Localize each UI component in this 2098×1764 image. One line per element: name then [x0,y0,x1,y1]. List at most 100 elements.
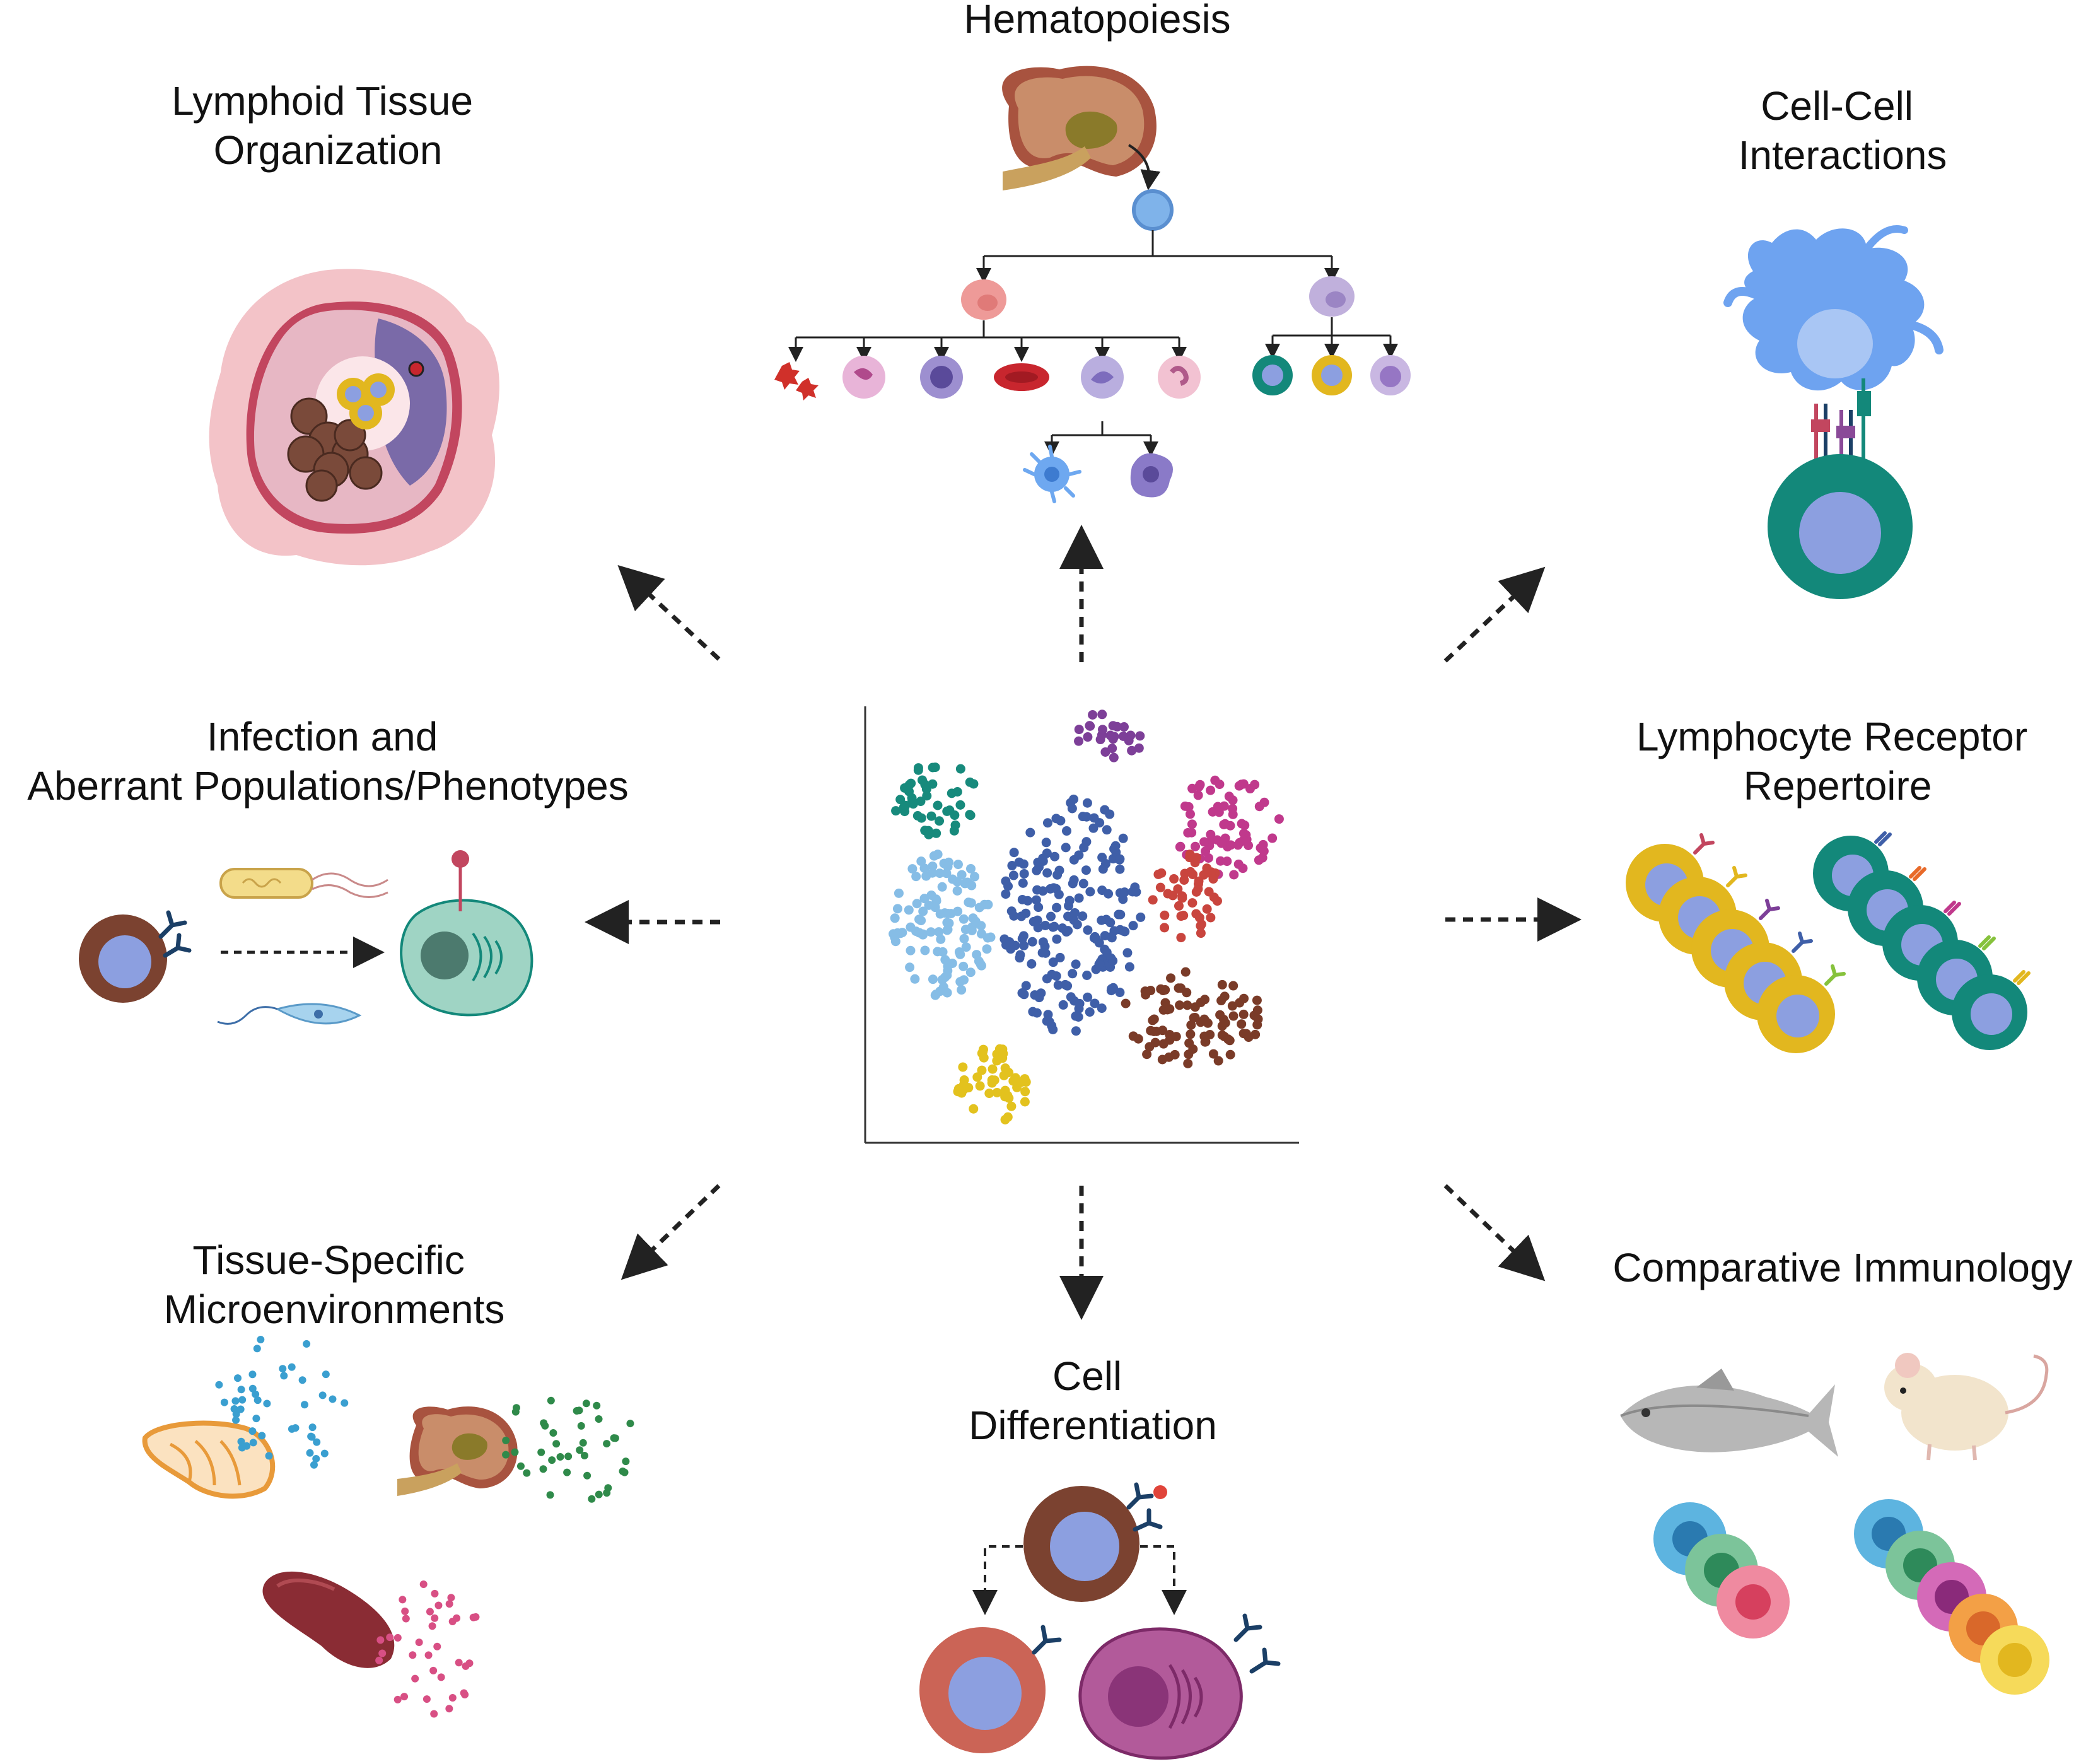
scatter-point [959,914,969,924]
scatter-point [890,937,900,947]
scatter-point [1082,798,1092,808]
scatter-point [1226,840,1236,850]
scatter-point [928,779,938,789]
cytokine-dot [419,1580,428,1588]
bacterium-icon [219,868,388,899]
scatter-point [1254,855,1264,865]
scatter-point [918,775,928,785]
scatter-point [986,932,996,942]
scatter-point [953,860,963,870]
scatter-point [1058,1000,1068,1010]
scatter-point [1069,908,1080,918]
t-cell-icon [1952,970,2031,1050]
scatter-point [1114,909,1124,920]
scatter-point [1142,1049,1152,1060]
scatter-point [1196,928,1206,938]
cytokine-dot [423,1695,431,1703]
scatter-point [1206,913,1216,923]
cytokine-dot [431,1589,439,1598]
cytokine-dot [588,1495,596,1503]
scatter-point [1190,1013,1200,1023]
cytokine-dot [341,1399,349,1407]
cytokine-dot [431,1614,439,1622]
scatter-point [1064,896,1075,906]
scatter-point [1061,843,1071,853]
scatter-point [1015,953,1025,963]
label-infection: Infection and Aberrant Populations/Pheno… [27,714,629,809]
cytokine-dot [306,1449,314,1457]
cytokine-dot [447,1594,455,1602]
scatter-point [1187,783,1198,793]
cytokine-dot [583,1471,592,1480]
scatter-point [1088,823,1099,833]
lymphocyte-icon [1716,1565,1790,1638]
cytokine-dot [577,1422,585,1430]
scatter-point [1046,911,1056,921]
scatter-point [1097,915,1107,925]
scatter-point [1031,895,1041,905]
scatter-point [1215,1010,1225,1020]
cytokine-dot [576,1446,584,1454]
scatter-point [1040,920,1051,930]
scatter-point [1118,833,1128,843]
cytokine-dot [298,1376,306,1384]
scatter-point [1180,967,1191,977]
scatter-point [1004,1093,1014,1103]
cytokine-dot [537,1448,545,1456]
cytokine-dot [253,1345,261,1353]
scatter-point [998,1049,1008,1059]
scatter-point [1216,838,1227,848]
scatter-point [1219,819,1229,829]
scatter-point [1025,827,1035,838]
scatter-points [889,710,1284,1124]
cytokine-dot [580,1451,588,1459]
scatter-point [926,890,936,900]
cytokine-dot [329,1395,337,1403]
plasma-cell-icon [400,850,533,1017]
cytokine-dot [563,1468,571,1476]
scatter-point [952,786,962,797]
scatter-point [1215,780,1225,790]
scatter-point [1160,998,1170,1008]
scatter-point [1204,887,1214,897]
scatter-point [1200,846,1210,856]
scatter-point [992,1087,1002,1097]
comparative-cells [1653,1499,2049,1695]
scatter-point [1050,851,1060,862]
scatter-point [1085,721,1095,731]
spleen-icon [262,1571,395,1668]
scatter-point [1182,1000,1192,1010]
label-comparative: Comparative Immunology [1612,1245,2072,1290]
cytokine-dot [621,1468,629,1476]
scatter-point [1158,1025,1168,1036]
scatter-point [955,800,965,810]
scatter-point [1098,725,1108,735]
cytokine-dot [453,1614,461,1622]
scatter-point [1071,1026,1081,1036]
cytokine-dot [603,1440,611,1448]
cytokine-dot [472,1613,480,1621]
scatter-point [1158,1039,1168,1049]
scatter-point [906,945,916,955]
scatter-point [1206,785,1216,795]
nk-cell-small-icon [1370,355,1411,395]
scatter-point [1122,948,1133,958]
scatter-point [1089,813,1099,823]
scatter-point [1014,857,1024,867]
scatter-point [1184,802,1194,812]
bone-marrow-icon [1002,66,1157,190]
cytokine-dot [263,1399,271,1408]
cytokine-dot [556,1452,564,1461]
scatter-point [959,975,969,985]
scatter-point [1177,891,1187,901]
cytokine-dot [502,1436,510,1444]
scatter-point [916,797,926,807]
scatter-point [1001,876,1011,886]
scatter-point [1187,819,1197,829]
scatter-point [1042,1016,1052,1026]
scatter-point [1049,883,1059,893]
scatter-point [1146,986,1156,996]
cytokine-dot [445,1705,453,1713]
scatter-point [955,764,965,774]
cytokine-dot [455,1659,463,1667]
